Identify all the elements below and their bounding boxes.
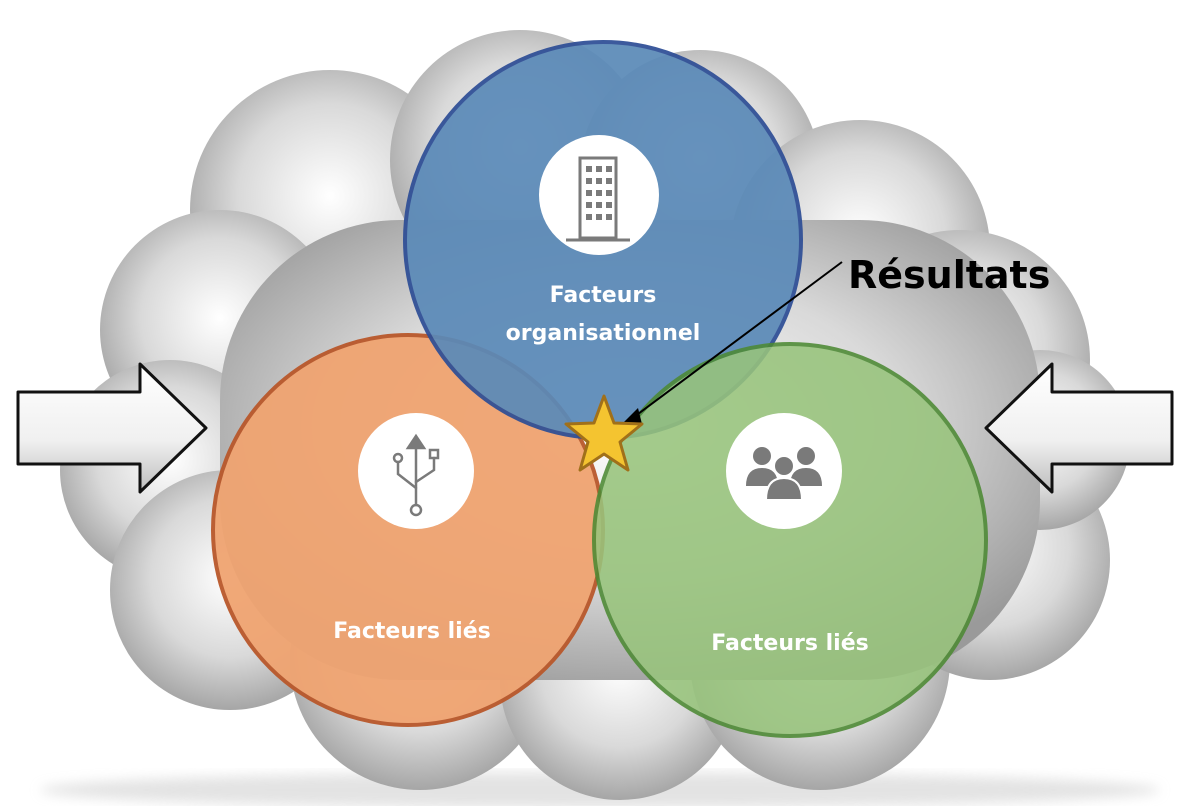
circle-top-label-line1: Facteurs xyxy=(550,283,657,308)
circle-right xyxy=(592,342,988,738)
circle-left-label: Facteurs liés xyxy=(333,619,490,644)
building-icon xyxy=(539,135,659,255)
people-icon xyxy=(726,413,842,529)
usb-icon xyxy=(358,413,474,529)
circle-top-label-line2: organisationnel xyxy=(506,321,701,346)
arrow-right-icon xyxy=(16,362,208,494)
star-icon xyxy=(564,394,644,472)
circle-right-label: Facteurs liés xyxy=(711,631,868,656)
arrow-left-icon xyxy=(984,362,1174,494)
result-label: Résultats xyxy=(848,253,1050,297)
